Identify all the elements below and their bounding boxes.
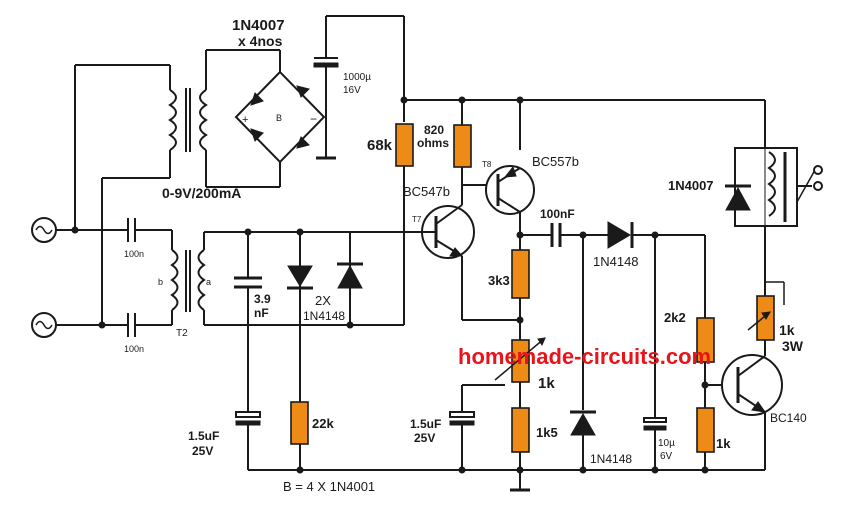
coupling-transformer (170, 231, 420, 326)
bottom-cap-voltage: 25V (192, 444, 213, 458)
cap1-label: 100n (124, 249, 144, 259)
mains-wires (56, 64, 171, 326)
resistor-22k (290, 401, 309, 445)
t8-label: BC557b (532, 154, 579, 169)
t2-label: T2 (176, 328, 188, 339)
input-cap-3n9 (234, 232, 262, 412)
bridge-node: B (276, 113, 282, 123)
input-diodes (287, 232, 363, 402)
transistor-t8 (485, 165, 535, 250)
pot-1k-label: 1k (538, 375, 555, 392)
shunt-diode-label: 1N4148 (590, 452, 632, 466)
resistor-3k3 (511, 249, 530, 299)
diodes-label: 1N4148 (303, 309, 345, 323)
bottom-cap-value: 1.5uF (188, 429, 219, 443)
resistor-1k5 (511, 407, 530, 453)
t7-tag: T7 (412, 215, 422, 224)
res-1k-label: 1k (716, 436, 731, 451)
shunt-diode (570, 235, 596, 470)
cap-100nf-label: 100nF (540, 207, 575, 221)
diodes-count: 2X (315, 293, 331, 308)
bc140-label: BC140 (770, 411, 807, 425)
bridge-note: B = 4 X 1N4001 (283, 479, 375, 494)
res-820-label: 820 (424, 123, 444, 137)
input-cap-unit: nF (254, 306, 269, 320)
ac-terminal-bottom (31, 312, 57, 338)
t2-wind-a: a (206, 277, 211, 287)
res-3k3-label: 3k3 (488, 273, 510, 288)
res-2k2-label: 2k2 (664, 310, 686, 325)
res-1k5-label: 1k5 (536, 425, 558, 440)
relay (734, 147, 823, 282)
t2-wind-b: b (158, 277, 163, 287)
transistor-t7 (420, 185, 520, 321)
ground-bus (248, 410, 766, 492)
transformer-label: 0-9V/200mA (162, 185, 241, 201)
junction-dots (71, 96, 709, 474)
transistor-bc140 (721, 354, 783, 416)
t7-label: BC547b (403, 184, 450, 199)
relay-diode-label: 1N4007 (668, 178, 714, 193)
supply-cap-voltage: 16V (343, 85, 361, 96)
series-diode-label: 1N4148 (593, 254, 639, 269)
pot-out-watt: 3W (782, 338, 804, 354)
res-820-unit: ohms (417, 136, 449, 150)
resistor-820 (453, 124, 472, 168)
positive-rail (404, 99, 766, 150)
potentiometer-1k (461, 337, 546, 412)
coupling-caps (127, 218, 173, 337)
t8-tag: T8 (482, 160, 492, 169)
res-22k-label: 22k (312, 416, 334, 431)
watermark: homemade-circuits.com (458, 344, 711, 369)
cap-100nf (520, 223, 608, 247)
resistor-68k (395, 123, 414, 167)
bottom-cap-left (235, 411, 261, 470)
bridge-plus: + (242, 114, 248, 126)
pot-out-label: 1k (779, 322, 795, 338)
bridge-rectifier (206, 49, 326, 188)
cap-10u-value: 10µ (658, 438, 675, 449)
bridge-count-label: x 4nos (238, 33, 283, 49)
relay-diode (725, 184, 751, 211)
cap2-label: 100n (124, 344, 144, 354)
supply-cap-value: 1000µ (343, 72, 371, 83)
res-68k-label: 68k (367, 137, 393, 154)
ac-terminal-top (31, 217, 57, 243)
input-cap-value: 3.9 (254, 292, 271, 306)
cap-1-5uf-mid (449, 411, 475, 470)
cap-mid-value: 1.5uF (410, 417, 441, 431)
supply-capacitor (313, 15, 405, 160)
pot-1k-3w (747, 281, 785, 356)
series-diode (607, 221, 705, 249)
resistor-1k (696, 407, 715, 453)
bridge-diode-label: 1N4007 (232, 17, 285, 34)
cap-10u-voltage: 6V (660, 451, 673, 462)
cap-10u (643, 235, 667, 470)
cap-mid-voltage: 25V (414, 431, 435, 445)
bridge-minus: − (310, 112, 317, 126)
power-transformer (168, 50, 208, 187)
